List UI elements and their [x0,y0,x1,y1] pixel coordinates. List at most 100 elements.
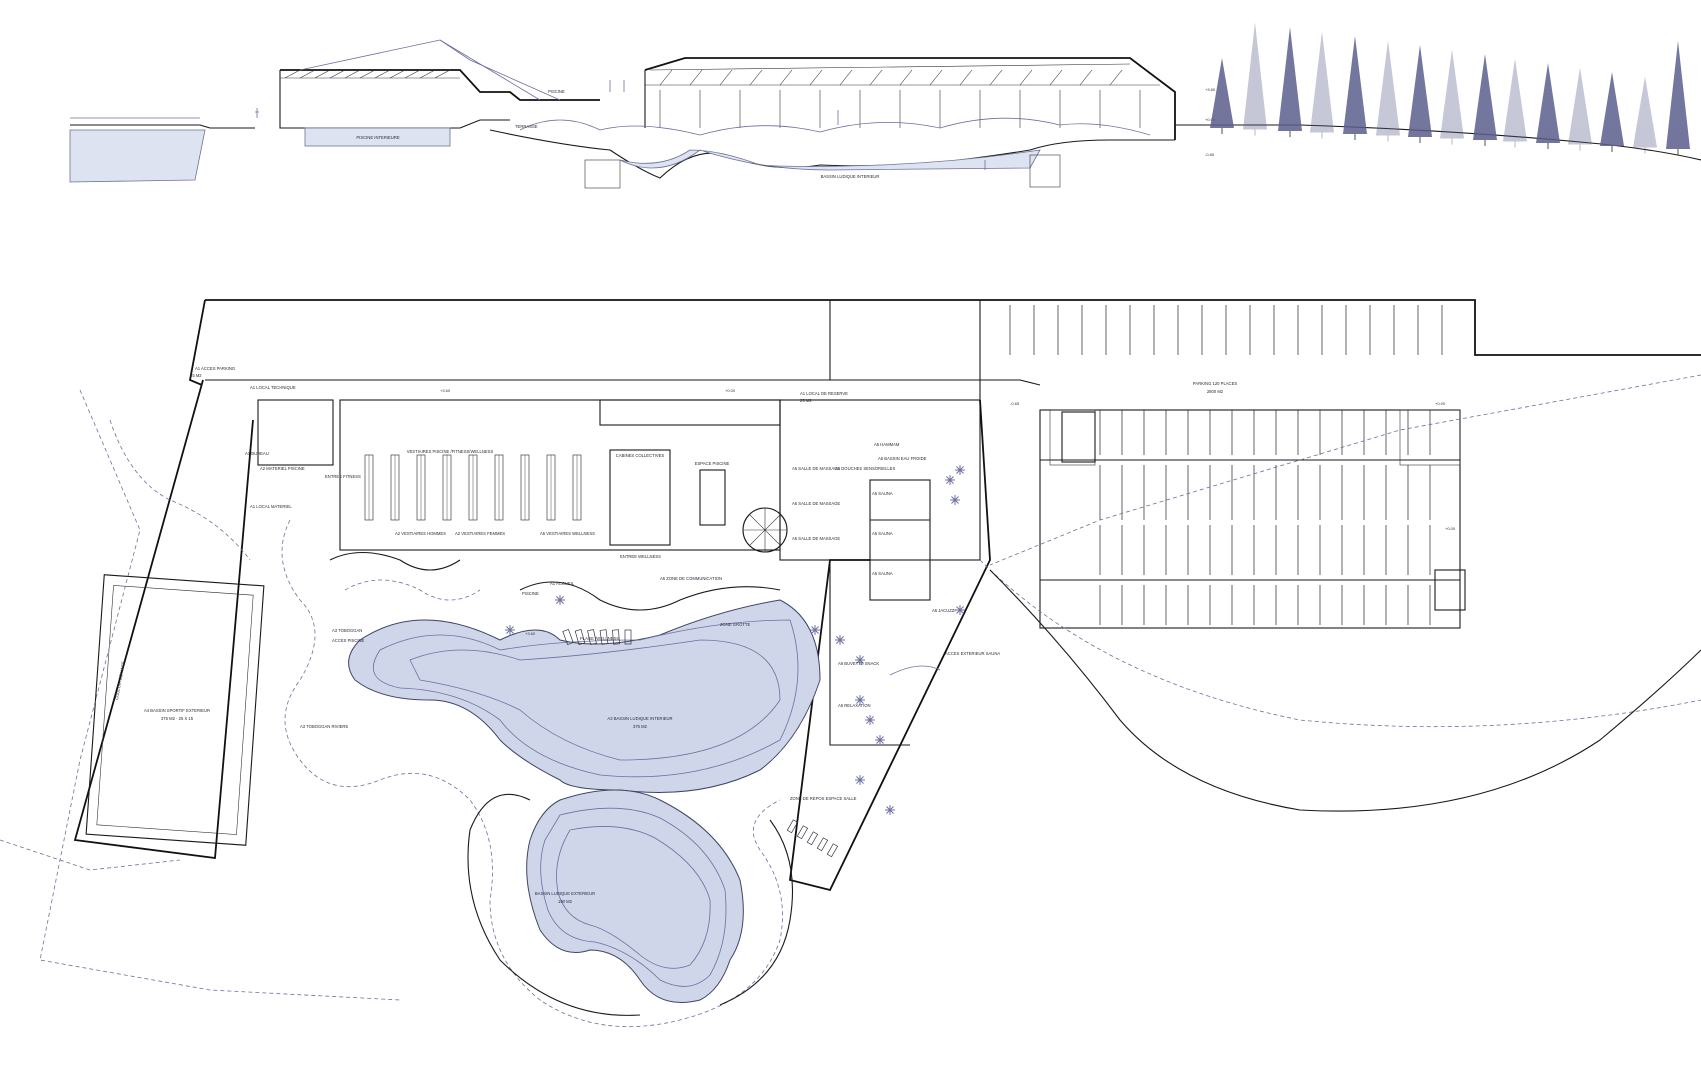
label-hammam: A5 HAMMAM [874,442,900,447]
lounger [816,837,829,852]
cabines [609,449,671,546]
level-b: +0.00 [725,388,736,393]
section-label-terrasse: TERRASSE [515,124,538,129]
tree [1243,22,1267,136]
label-sauna-3: A5 SAUNA [872,571,893,576]
label-massage-2: A5 SALLE DE MASSAGE [792,501,840,506]
site-plan: PARKING 120 PLACES 2800 M2 A4 BASSIN SPO… [0,299,1701,1028]
label-bassin-eau-froide: A5 BASSIN EAU FROIDE [878,456,927,461]
trees [1210,22,1690,155]
lounger [786,819,799,834]
tree [1600,72,1624,152]
lounger [796,825,809,840]
label-acces-parking: A1 ACCES PARKING [195,366,235,371]
level-c: -0.65 [1010,401,1020,406]
locker-row [572,454,582,521]
building-section: PISCINE INTERIEURE BASSIN LUDIQUE INTERI… [69,39,1701,189]
plant-star [855,655,865,665]
exterior-lagoon-area: 190 M2 [558,899,573,904]
label-accueil: A1 ACCUEIL [550,581,575,586]
level-e: +3.60 [525,631,536,636]
parking-label: PARKING 120 PLACES [1193,381,1238,386]
tree [1440,49,1464,145]
tree [1310,31,1334,139]
sport-pool-label: A4 BASSIN SPORTIF EXTERIEUR [144,708,210,713]
label-vestiaires-wellness: A5 VESTIAIRES WELLNESS [540,531,595,536]
tree [1343,36,1367,140]
plant-star [865,715,875,725]
label-vestiaires: VESTIAIRES PISCINE /FITNESS/WELLNESS [407,449,494,454]
lounger [587,629,597,645]
parking-outline [205,299,1701,356]
plants [505,465,965,858]
interior-lagoon-area: 375 M2 [633,724,648,729]
interior-lagoon [348,599,821,793]
label-zone-grotte: ZONE GROTTE [720,622,750,627]
tree [1568,67,1592,151]
level-d: +0.00 [1435,401,1446,406]
exterior-lagoon-label: BASSIN LUDIQUE EXTERIEUR [535,891,595,896]
label-sauna: A5 SAUNA [872,491,893,496]
locker-row [390,454,400,521]
label-sauna-2: A5 SAUNA [872,531,893,536]
label-espace-piscine: ESPACE PISCINE [695,461,730,466]
label-vestiaires-hommes: A2 VESTIAIRES HOMMES [395,531,446,536]
plant-star [835,635,845,645]
tree [1278,27,1302,137]
lounger [624,629,632,645]
label-relaxation: A5 RELAXATION [838,703,871,708]
label-local-technique-area: 25 M2 [190,373,202,378]
level-a: +3.60 [440,388,451,393]
label-piscine: PISCINE [522,591,539,596]
level-f: +0.00 [1445,526,1456,531]
label-entree-fitness: ENTREE FITNESS [325,474,361,479]
sauna-rooms [869,479,931,601]
lounger [806,831,819,846]
sport-pool [85,574,265,846]
tree [1503,58,1527,148]
plant-star [855,695,865,705]
section-basin-label: BASSIN LUDIQUE INTERIEUR [821,174,880,179]
section-level-c: -0.65 [1205,152,1215,157]
label-bureau: A1 BUREAU [245,451,269,456]
tree [1376,40,1400,142]
section-level-a: +3.60 [1205,87,1216,92]
interior-lagoon-label: A3 BASSIN LUDIQUE INTERIEUR [607,716,672,721]
label-massage-1: A5 SALLE DE MASSAGE [792,466,840,471]
plant-star [955,465,965,475]
section-basin [619,149,1041,171]
label-douches: A5 DOUCHES SENSORIELLES [835,466,895,471]
lounger [574,629,586,645]
plant-star [855,775,865,785]
plant-star [555,595,565,605]
locker-rows [364,454,582,521]
label-acces-piscine: ACCES PISCINE [332,638,365,643]
section-level-b: +0.00 [1205,117,1216,122]
plant-star [955,605,965,615]
tree [1666,41,1690,155]
label-zone-communication: A5 ZONE DE COMMUNICATION [660,576,722,581]
sport-pool-wall [73,379,254,860]
vestiaires-block [339,399,781,551]
lounger [612,629,620,645]
wellness-outline [789,399,991,892]
label-local-reserve: A1 LOCAL DE RESERVE [800,391,848,396]
label-cabines: CABINES COLLECTIVES [616,453,665,458]
parking-stalls [1009,305,1443,625]
label-vestiaires-femmes: A2 VESTIAIRES FEMMES [455,531,505,536]
label-jacuzzi: A5 JACUZZI [932,608,956,613]
locker-row [520,454,530,521]
label-lazy-river: A3 TOBOGGAN RIVIERE [300,724,348,729]
parking-area-label: 2800 M2 [1207,389,1224,394]
roof-main [644,57,1176,140]
locker-row [546,454,556,521]
section-pool-label: PISCINE INTERIEURE [356,135,399,140]
plant-star [875,735,885,745]
couloir-label: COULOIR DE NAGE [114,661,126,701]
label-local-materiel: A1 LOCAL MATERIEL [250,504,292,509]
label-massage-3: A5 SALLE DE MASSAGE [792,536,840,541]
plant-star [885,805,895,815]
plant-star [810,625,820,635]
tree [1210,58,1234,134]
exterior-lagoon [526,789,744,1003]
